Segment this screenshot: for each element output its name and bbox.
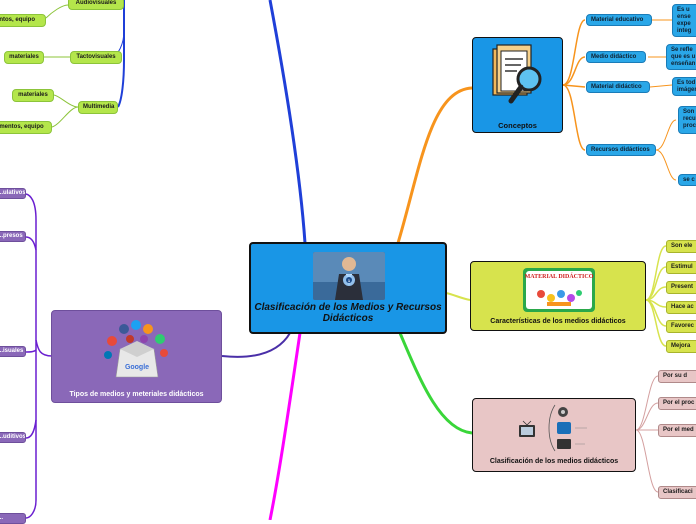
- node-caracteristicas[interactable]: MATERIAL DIDÁCTICO Características de lo…: [470, 261, 646, 331]
- tipos-child-4[interactable]: ...uditivos: [0, 432, 26, 443]
- node-tactovisuales-sub[interactable]: materiales: [4, 51, 44, 64]
- concept-material-educativo[interactable]: Material educativo: [586, 14, 652, 26]
- left-top-line: [117, 0, 125, 108]
- document-search-icon: [491, 43, 547, 115]
- svg-text:1: 1: [348, 278, 351, 283]
- branch-line-caracteristicas: [445, 292, 471, 301]
- caracteristica-2[interactable]: Estimul: [666, 261, 696, 274]
- node-multimedia-sub2[interactable]: ...amentos, equipo: [0, 121, 52, 134]
- clasificacion-child-4[interactable]: Clasificaci: [658, 486, 696, 499]
- caracteristica-4[interactable]: Hace ac: [666, 301, 696, 314]
- node-conceptos-label: Conceptos: [498, 121, 537, 130]
- material-didactico-image: MATERIAL DIDÁCTICO: [523, 268, 595, 312]
- concept-detail-material-didactico[interactable]: Es tod imágen: [672, 77, 696, 96]
- material-didactico-image-text: MATERIAL DIDÁCTICO: [524, 274, 594, 280]
- branch-line-conceptos: [396, 86, 473, 244]
- concept-detail-recursos-didacticos-2[interactable]: se c: [678, 174, 696, 186]
- caracteristica-1[interactable]: Son ele: [666, 240, 696, 253]
- tipos-child-3[interactable]: ...isuales: [0, 346, 26, 357]
- node-audiovisuales-sub[interactable]: ...entos, equipo: [0, 14, 46, 27]
- node-multimedia[interactable]: Multimedia: [78, 101, 118, 114]
- businessman-image: 1: [313, 252, 385, 300]
- tipos-child-2[interactable]: ...presos: [0, 231, 26, 242]
- tipos-bracket: [25, 193, 53, 357]
- social-icons-box-image: Google: [102, 319, 172, 381]
- node-multimedia-sub[interactable]: materiales: [12, 89, 54, 102]
- node-conceptos[interactable]: Conceptos: [472, 37, 563, 133]
- node-clasificacion[interactable]: Clasificación de los medios didácticos: [472, 398, 636, 472]
- clasificacion-child-3[interactable]: Por el med: [658, 424, 696, 437]
- concept-medio-didactico[interactable]: Medio didáctico: [586, 51, 646, 63]
- clasificacion-child-2[interactable]: Por el proc: [658, 397, 696, 410]
- concept-material-didactico[interactable]: Material didáctico: [586, 81, 650, 93]
- node-caracteristicas-label: Características de los medios didácticos: [490, 318, 626, 325]
- concept-recursos-didacticos[interactable]: Recursos didácticos: [586, 144, 656, 156]
- node-tactovisuales[interactable]: Tactovisuales: [70, 51, 122, 64]
- central-topic[interactable]: 1 Clasificación de los Medios y Recursos…: [249, 242, 447, 334]
- concept-detail-medio-didactico[interactable]: Se refle que es u enseñan: [666, 44, 696, 70]
- central-topic-title: Clasificación de los Medios y Recursos D…: [254, 302, 442, 324]
- caracteristica-6[interactable]: Mejora: [666, 340, 696, 353]
- node-tipos[interactable]: Google Tipos de medios y meteriales didá…: [51, 310, 222, 403]
- branch-line-clasificacion: [398, 332, 473, 435]
- branch-line-top-blue: [268, 0, 307, 244]
- clasificacion-child-1[interactable]: Por su d: [658, 370, 696, 383]
- media-devices-icon: [513, 403, 597, 453]
- svg-text:Google: Google: [125, 364, 149, 371]
- node-clasificacion-label: Clasificación de los medios didácticos: [489, 458, 619, 465]
- branch-line-tipos: [221, 332, 291, 358]
- concept-detail-material-educativo[interactable]: Es u ense expe integ: [672, 4, 696, 37]
- node-audiovisuales[interactable]: Audiovisuales: [68, 0, 124, 10]
- tipos-child-5[interactable]: ...: [0, 513, 26, 524]
- concept-detail-recursos-didacticos[interactable]: Son recu proc: [678, 106, 696, 134]
- tipos-child-1[interactable]: ...ulativos: [0, 188, 26, 199]
- caracteristica-5[interactable]: Favorec: [666, 320, 696, 333]
- node-tipos-label: Tipos de medios y meteriales didácticos: [69, 391, 204, 398]
- caracteristica-3[interactable]: Present: [666, 281, 696, 294]
- branch-line-bottom-magenta: [268, 332, 302, 520]
